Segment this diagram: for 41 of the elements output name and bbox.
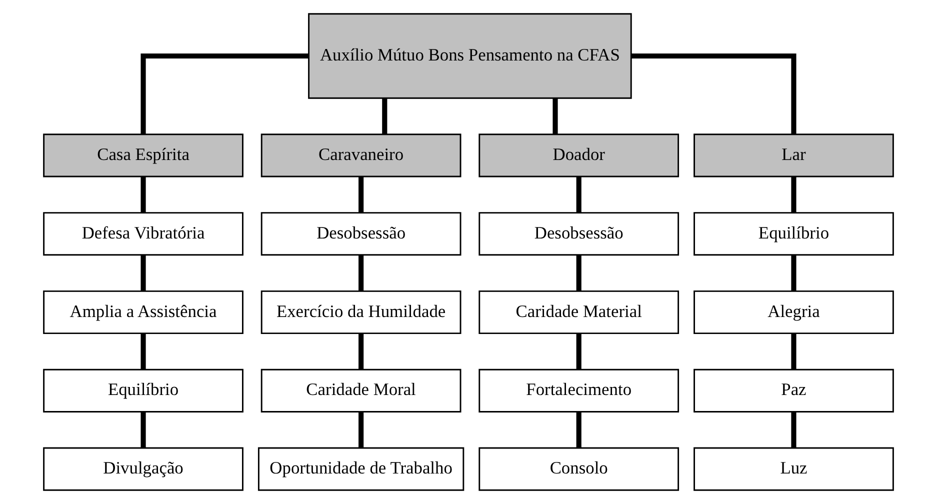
connector	[140, 334, 146, 370]
connector	[140, 412, 146, 448]
connector	[576, 412, 581, 448]
node-box: Fortalecimento	[478, 368, 679, 412]
node-box: Divulgação	[42, 447, 243, 491]
connector	[790, 255, 796, 291]
connector	[358, 176, 364, 212]
node-box: Alegria	[693, 290, 894, 334]
connector	[790, 412, 796, 448]
connector	[358, 334, 364, 370]
connector	[630, 53, 796, 134]
node-box: Defesa Vibratória	[42, 212, 243, 256]
node-box: Desobsessão	[478, 212, 679, 256]
connector	[358, 255, 364, 291]
connector	[790, 176, 796, 212]
node-box: Paz	[693, 368, 894, 412]
node-box: Exercício da Humildade	[260, 290, 461, 334]
connector	[140, 255, 146, 291]
node-box: Doador	[478, 134, 679, 178]
node-box: Oportunidade de Trabalho	[257, 447, 464, 491]
node-box: Luz	[693, 447, 894, 491]
node-box: Caridade Moral	[260, 368, 461, 412]
connector	[358, 412, 364, 448]
connector	[552, 98, 558, 134]
node-box: Equilíbrio	[42, 368, 243, 412]
node-box: Caravaneiro	[260, 134, 461, 178]
connector	[382, 98, 387, 134]
node-box: Desobsessão	[260, 212, 461, 256]
node-box: Lar	[693, 134, 894, 178]
connector	[140, 176, 146, 212]
node-box: Casa Espírita	[42, 134, 243, 178]
node-box: Consolo	[478, 447, 679, 491]
connector	[576, 255, 581, 291]
connector	[576, 176, 581, 212]
connector	[576, 334, 581, 370]
node-box: Amplia a Assistência	[42, 290, 243, 334]
node-box: Caridade Material	[478, 290, 679, 334]
connector	[140, 53, 308, 134]
connector	[790, 334, 796, 370]
node-box: Auxílio Mútuo Bons Pensamento na CFAS	[308, 13, 632, 99]
node-box: Equilíbrio	[693, 212, 894, 256]
